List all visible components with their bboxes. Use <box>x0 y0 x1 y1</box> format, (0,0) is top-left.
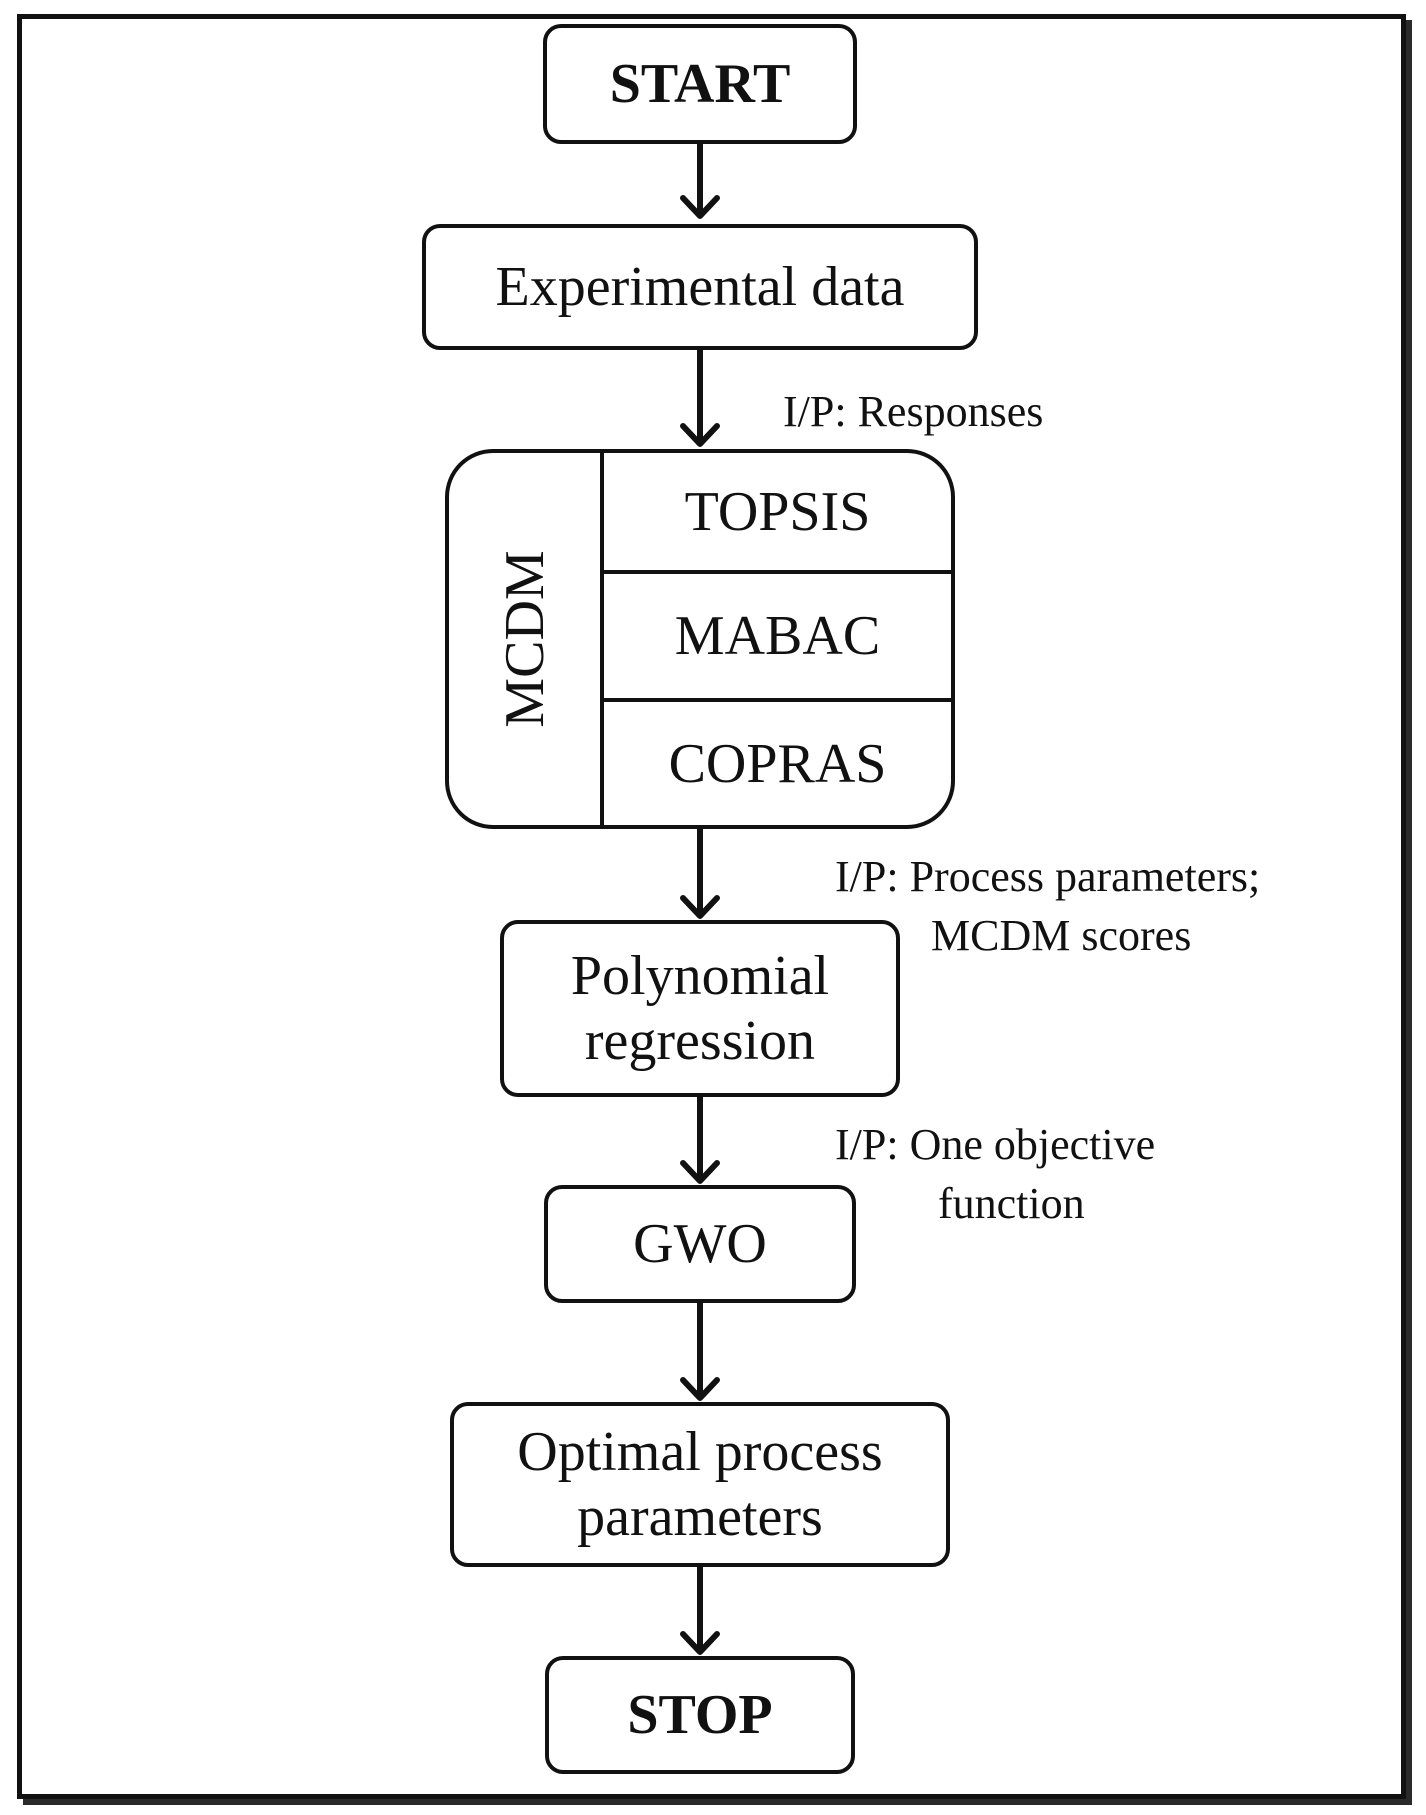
polynomial-regression-line-2: regression <box>584 1009 816 1072</box>
start-node: START <box>543 24 857 144</box>
experimental-data-label: Experimental data <box>495 255 905 318</box>
gwo-label: GWO <box>633 1212 767 1275</box>
note-objective-function-line-2: function <box>938 1179 1085 1229</box>
polynomial-regression-line-1: Polynomial <box>570 945 830 1008</box>
note-responses-text: I/P: Responses <box>783 387 1044 436</box>
note-responses: I/P: Responses <box>783 382 1043 441</box>
method-copras: COPRAS <box>668 732 887 795</box>
method-mabac: MABAC <box>604 574 951 702</box>
experimental-data-node: Experimental data <box>422 224 978 350</box>
note-process-parameters-line-1: I/P: Process parameters; <box>835 852 1261 901</box>
mcdm-label: MCDM <box>493 550 556 728</box>
mcdm-side-panel: MCDM <box>449 453 604 825</box>
note-process-parameters: I/P: Process parameters; MCDM scores <box>835 847 1260 966</box>
optimal-parameters-line-1: Optimal process <box>517 1421 883 1484</box>
optimal-parameters-node: Optimal process parameters <box>450 1402 950 1567</box>
start-label: START <box>609 52 791 115</box>
polynomial-regression-node: Polynomial regression <box>500 920 900 1097</box>
note-objective-function-line-1: I/P: One objective <box>835 1120 1156 1169</box>
method-topsis: TOPSIS <box>604 453 951 574</box>
stop-label: STOP <box>627 1683 773 1746</box>
optimal-parameters-line-2: parameters <box>577 1485 823 1548</box>
mcdm-group: MCDM TOPSIS MABAC COPRAS <box>445 449 955 829</box>
gwo-node: GWO <box>544 1185 856 1303</box>
stop-node: STOP <box>545 1656 855 1774</box>
mcdm-methods: TOPSIS MABAC COPRAS <box>604 453 951 825</box>
note-objective-function: I/P: One objective function <box>835 1115 1155 1234</box>
note-process-parameters-line-2: MCDM scores <box>931 911 1192 961</box>
